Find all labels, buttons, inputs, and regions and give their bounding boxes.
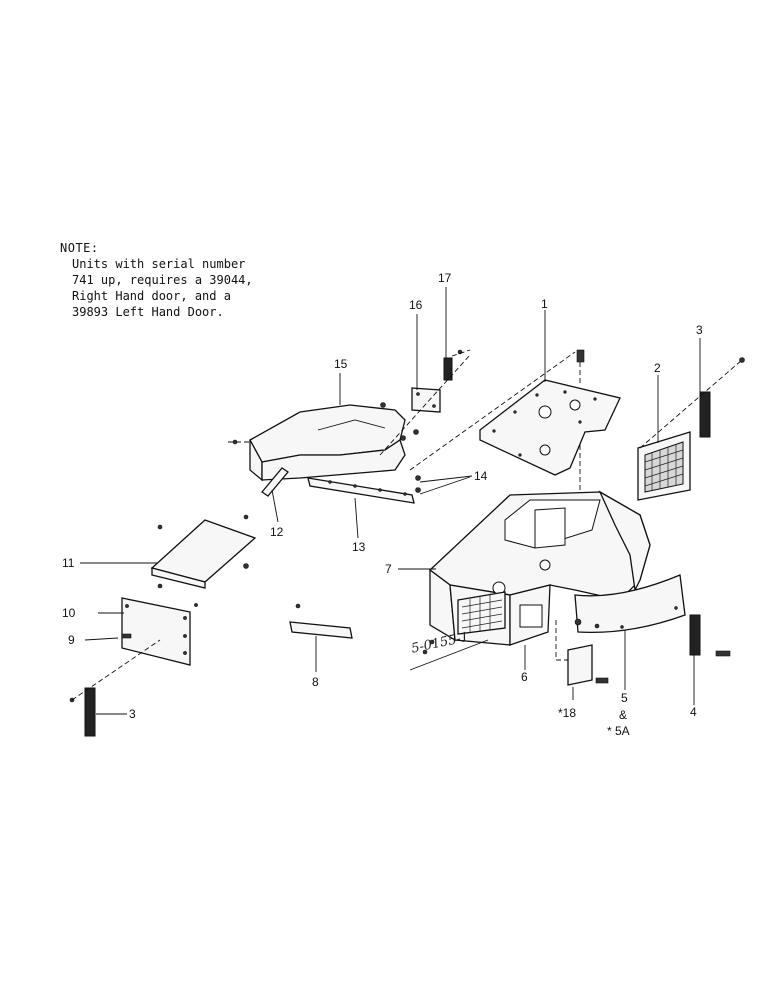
note-title: NOTE: [60,241,99,255]
note-line: Units with serial number [72,257,246,271]
part-16-small-plate [411,387,441,413]
callout-3-bottom: 3 [129,707,136,721]
part-17-hinge [443,349,471,381]
callout-5: 5 [621,691,628,705]
callout-14: 14 [474,469,488,483]
callout-10: 10 [62,606,76,620]
assembly-line [379,354,471,456]
part-7-main-housing [422,490,651,655]
note-line: Right Hand door, and a [72,289,231,303]
callout-5a: * 5A [607,724,630,738]
part-1-top-plate [479,349,621,510]
callout-3-top: 3 [696,323,703,337]
part-13-rail [307,477,415,504]
part-14-bolts [415,475,421,493]
part-3-bottom-hinge [69,639,161,737]
callout-13: 13 [352,540,366,554]
part-4-hinge [689,614,731,657]
callout-7: 7 [385,562,392,576]
callout-17: 17 [438,271,452,285]
callout-9: 9 [68,633,75,647]
callout-18: *18 [558,706,577,720]
assembly-line [409,351,576,471]
note-line: 39893 Left Hand Door. [72,305,224,319]
note-line: 741 up, requires a 39044, [72,273,253,287]
part-11-seat-plate [150,514,257,589]
callout-5-amp: & [619,708,628,722]
callout-2: 2 [654,361,661,375]
callout-11: 11 [62,556,75,570]
part-10-left-door [121,597,198,666]
callout-8: 8 [312,675,319,689]
note-block: NOTE: Units with serial number 741 up, r… [60,240,290,320]
part-18-access-door [555,620,609,686]
callout-6: 6 [521,670,528,684]
part-15-top-cowl [228,402,419,482]
callout-15: 15 [334,357,348,371]
leader-lines [80,287,701,715]
callout-1: 1 [541,297,548,311]
part-3-top-hinge [639,357,745,449]
callout-4: 4 [690,705,697,719]
part-8-bar [289,603,353,639]
callout-16: 16 [409,298,423,312]
callout-12: 12 [270,525,284,539]
part-12-angle [261,467,289,497]
part-2-grille-panel [637,431,691,501]
part-5-curved-panel [574,574,686,634]
